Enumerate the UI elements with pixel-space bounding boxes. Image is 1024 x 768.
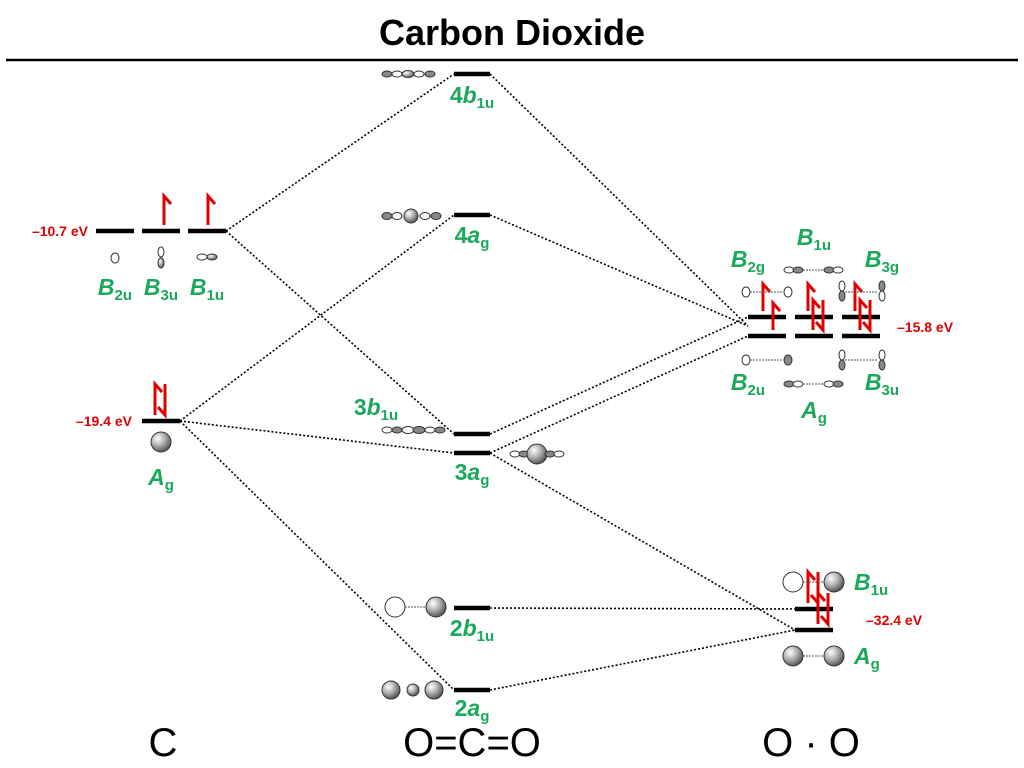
label-4ag: 4ag — [455, 222, 490, 252]
electron-up-icon — [162, 192, 173, 225]
mo-3b1u-picture — [381, 426, 446, 434]
label-2ag: 2ag — [455, 695, 490, 725]
label-c-ag: Ag — [147, 464, 174, 494]
corr-2b1u-o2s — [489, 607, 796, 610]
column-carbon: C — [149, 721, 178, 765]
orbital-px-icon — [206, 253, 218, 261]
label-o-b3u: B3u — [865, 369, 899, 399]
column-molecule: O=C=O — [403, 721, 541, 765]
electron-up-icon — [816, 589, 827, 624]
electron-up-icon — [771, 299, 782, 330]
label-o-ag-s: Ag — [853, 643, 880, 673]
label-c-b2u: B2u — [98, 274, 132, 304]
label-o-b2g: B2g — [731, 246, 765, 276]
label-2b1u: 2b1u — [450, 615, 494, 645]
label-3b1u: 3b1u — [354, 394, 398, 424]
electron-down-icon — [861, 300, 872, 334]
energy-labels: –10.7 eV –19.4 eV –15.8 eV –32.4 eV — [32, 223, 954, 628]
corr-c2s-3ag — [179, 420, 455, 454]
orbital-pictures — [110, 70, 886, 700]
orbital-pz-icon — [157, 257, 165, 269]
salc-ag-p-picture — [783, 380, 844, 388]
mo-2b1u-picture — [384, 596, 447, 618]
electron-up-icon — [806, 280, 817, 311]
salc-b1u-p-picture — [783, 266, 844, 274]
correlation-lines — [179, 73, 796, 691]
label-o-b1u-top: B1u — [797, 224, 831, 254]
mo-4ag-picture — [381, 208, 442, 224]
salc-b2u-picture — [741, 354, 793, 366]
salc-b3u-picture — [838, 349, 886, 371]
energy-o-2s: –32.4 eV — [866, 612, 923, 628]
corr-c2p-3b1u — [225, 230, 455, 435]
orbital-py-icon — [110, 252, 120, 264]
corr-4b1u-o2p — [489, 73, 749, 327]
label-c-b1u: B1u — [190, 274, 224, 304]
page-title: Carbon Dioxide — [379, 12, 645, 53]
corr-c2p-4b1u — [225, 73, 455, 232]
salc-b1u-s-picture — [782, 571, 845, 593]
electron-up-icon — [811, 296, 822, 330]
electrons — [153, 192, 872, 628]
electron-up-icon — [858, 296, 869, 330]
electron-up-icon — [806, 568, 817, 603]
mo-4b1u-picture — [381, 70, 436, 78]
symmetry-labels: B2u B3u B1u Ag 4b1u 4ag 3b1u 3ag 2b1u 2a… — [98, 82, 899, 725]
label-4b1u: 4b1u — [450, 82, 494, 112]
orbital-s-icon — [150, 431, 172, 453]
electron-down-icon — [814, 300, 825, 334]
mo-3ag-picture — [509, 443, 565, 465]
electron-up-icon — [761, 280, 772, 311]
energy-c-2s: –19.4 eV — [76, 413, 133, 429]
salc-b2g-picture — [741, 286, 793, 298]
corr-3ag-o2p — [489, 335, 749, 454]
label-o-b1u-low: B1u — [854, 569, 888, 599]
orbital-px-icon — [196, 253, 208, 261]
corr-c2s-4ag — [179, 214, 455, 422]
salc-ag-s-picture — [782, 645, 845, 667]
label-3ag: 3ag — [455, 459, 490, 489]
corr-4ag-o2p — [489, 214, 749, 327]
salc-b3g-picture — [838, 280, 886, 302]
electron-down-icon — [156, 384, 167, 419]
electron-up-icon — [206, 192, 217, 225]
corr-3b1u-o2p — [489, 316, 749, 435]
corr-c2s-2ag — [179, 420, 455, 691]
label-o-ag-p: Ag — [800, 397, 827, 427]
corr-3ag-o2s — [489, 452, 796, 631]
column-oxygens: O · O — [762, 721, 860, 765]
energy-c-2p: –10.7 eV — [32, 223, 89, 239]
electron-up-icon — [153, 380, 164, 415]
energy-o-2p: –15.8 eV — [897, 319, 954, 335]
electron-down-icon — [819, 593, 830, 628]
column-labels: C O=C=O O · O — [149, 721, 860, 765]
corr-2ag-o2s — [489, 629, 796, 691]
mo-2ag-picture — [381, 680, 444, 700]
label-o-b3g: B3g — [865, 246, 899, 276]
orbital-pz-icon — [157, 246, 165, 258]
electron-up-icon — [853, 280, 864, 311]
label-o-b2u: B2u — [731, 369, 765, 399]
label-c-b3u: B3u — [144, 274, 178, 304]
